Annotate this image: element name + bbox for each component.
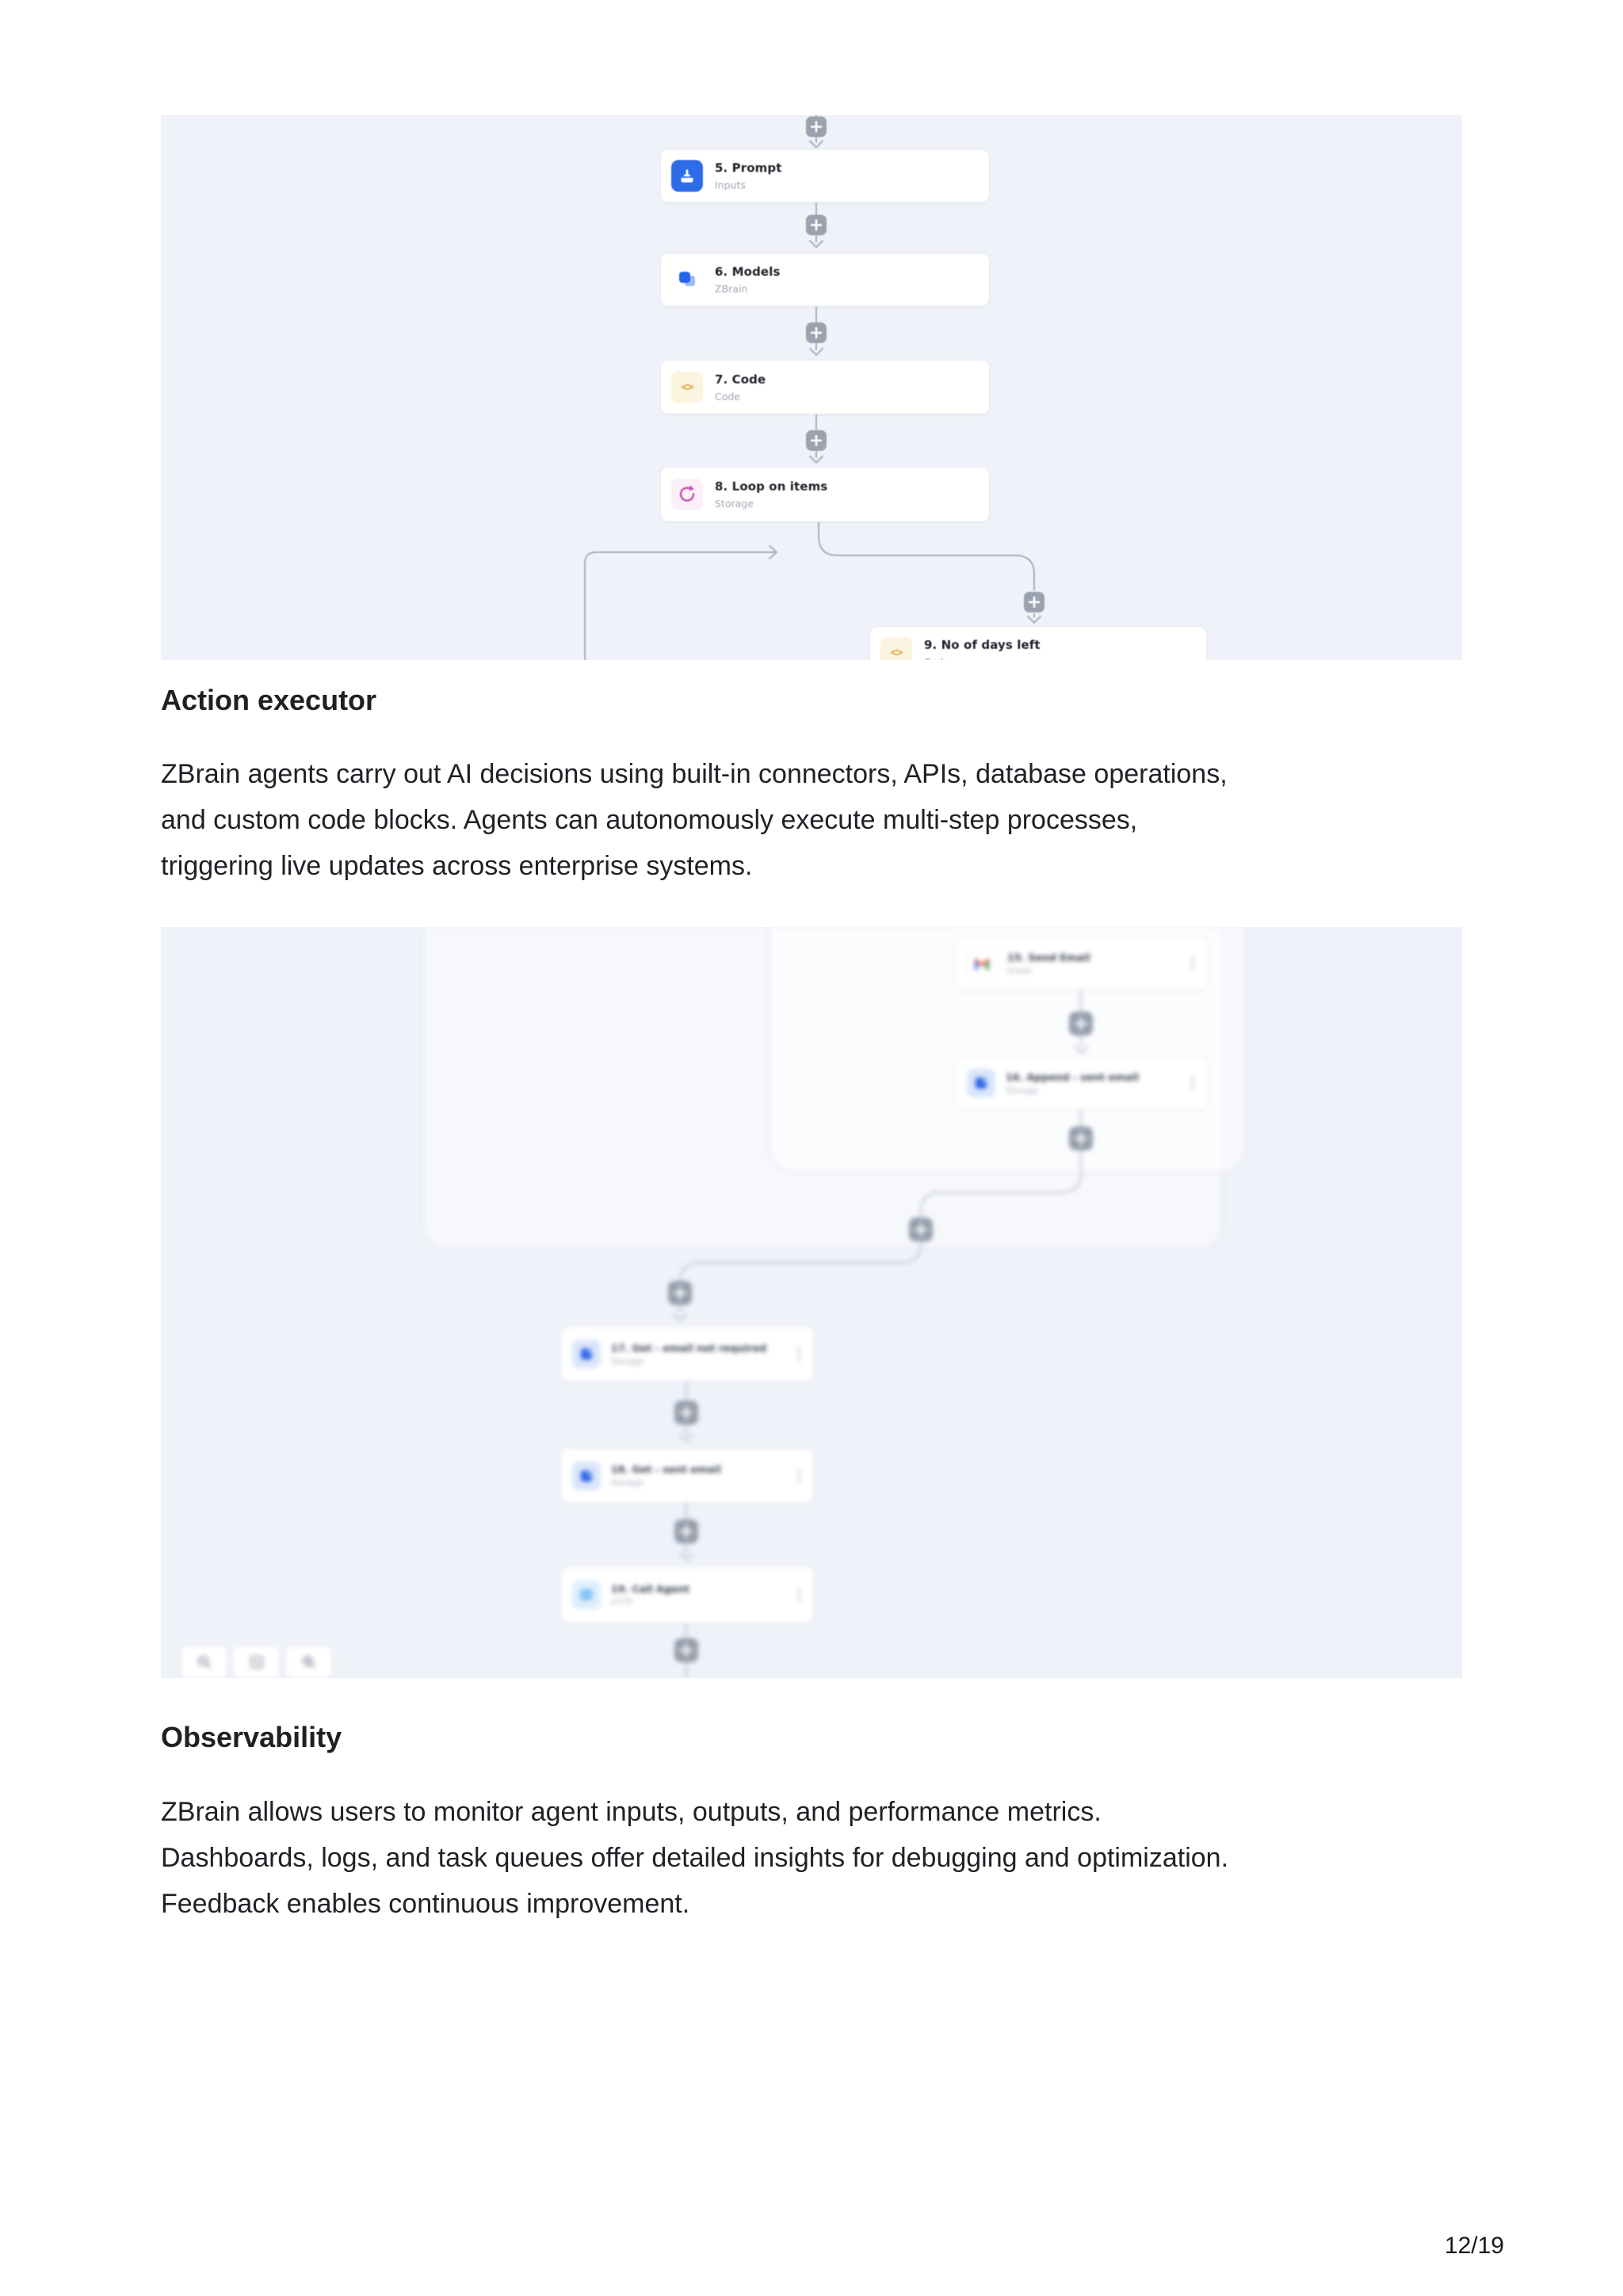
workflow-screenshot-2: 15. Send Email Gmail 16. Append - sent e… [161, 927, 1462, 1678]
code-glyph: <> [681, 380, 694, 394]
body-line: triggering live updates across enterpris… [161, 851, 753, 881]
workflow-screenshot-1: 5. Prompt Inputs 6. Models ZBrain <> 7. … [161, 115, 1462, 660]
node-title: 7. Code [715, 372, 766, 387]
node-title: 8. Loop on items [715, 479, 828, 494]
node-subtitle: HTTP [611, 1597, 632, 1608]
canvas-toolbar [181, 1646, 332, 1678]
workflow-node: 5. Prompt Inputs [660, 149, 990, 203]
workflow-node: 17. Get - email not required Storage [561, 1326, 814, 1382]
kebab-menu-icon [1191, 956, 1194, 971]
zoom-out-icon [197, 1656, 211, 1669]
storage-icon [572, 1461, 601, 1490]
workflow-node: 8. Loop on items Storage [660, 467, 990, 522]
workflow-node: 6. Models ZBrain [660, 253, 990, 307]
body-line: ZBrain agents carry out AI decisions usi… [161, 759, 1228, 789]
body-line: Dashboards, logs, and task queues offer … [161, 1843, 1229, 1873]
section-heading: Action executor [161, 684, 377, 716]
zoom-in-icon [302, 1656, 315, 1669]
models-copy-icon [671, 264, 703, 296]
workflow-node: 19. Call Agent HTTP [561, 1566, 814, 1623]
node-subtitle: Storage [1006, 1085, 1039, 1096]
add-step-connectors [668, 1012, 1093, 1662]
code-icon: <> [671, 371, 703, 403]
node-title: 17. Get - email not required [611, 1341, 767, 1354]
kebab-menu-icon [797, 1469, 800, 1482]
body-line: and custom code blocks. Agents can auton… [161, 805, 1138, 835]
workflow-node: <> 7. Code Code [660, 360, 990, 414]
fit-view-icon [250, 1656, 263, 1669]
workflow-node: 18. Get - sent email Storage [561, 1448, 814, 1503]
page-number: 12/19 [1444, 2233, 1504, 2259]
node-subtitle: Storage [611, 1478, 644, 1488]
workflow-node: <> 9. No of days left Code [869, 626, 1207, 660]
code-glyph: <> [890, 646, 903, 659]
node-title: 18. Get - sent email [611, 1463, 721, 1475]
storage-icon [967, 1069, 995, 1097]
node-subtitle: Gmail [1007, 966, 1032, 976]
prompt-inputs-icon [671, 160, 703, 192]
code-icon: <> [880, 637, 912, 660]
workflow-node: 16. Append - sent email Storage [956, 1056, 1208, 1110]
gmail-icon [967, 948, 997, 978]
fit-view-button [233, 1646, 280, 1678]
node-subtitle: Code [715, 390, 741, 402]
section-paragraph: ZBrain allows users to monitor agent inp… [161, 1789, 1508, 1927]
body-line: Feedback enables continuous improvement. [161, 1889, 690, 1919]
add-step-connectors [806, 116, 1044, 612]
kebab-menu-icon [797, 1347, 800, 1361]
section-heading: Observability [161, 1721, 342, 1753]
node-title: 6. Models [715, 265, 781, 279]
node-title: 15. Send Email [1007, 951, 1090, 963]
loop-icon [671, 479, 703, 510]
node-title: 19. Call Agent [611, 1582, 689, 1595]
node-subtitle: Code [924, 656, 1041, 660]
node-subtitle: ZBrain [715, 283, 748, 295]
zoom-in-button [285, 1646, 332, 1678]
http-icon [572, 1581, 601, 1609]
zoom-out-button [181, 1646, 227, 1678]
workflow-connectors-1 [584, 115, 1044, 660]
body-line: ZBrain allows users to monitor agent inp… [161, 1797, 1102, 1827]
storage-icon [572, 1340, 601, 1368]
node-subtitle: Inputs [715, 179, 746, 191]
node-title: 9. No of days left [924, 638, 1041, 652]
node-title: 5. Prompt [715, 161, 782, 175]
workflow-connectors-2 [422, 927, 1246, 1678]
kebab-menu-icon [1191, 1076, 1194, 1090]
section-paragraph: ZBrain agents carry out AI decisions usi… [161, 751, 1508, 889]
node-title: 16. Append - sent email [1006, 1070, 1139, 1083]
kebab-menu-icon [797, 1588, 800, 1602]
workflow-node: 15. Send Email Gmail [956, 936, 1208, 990]
node-subtitle: Storage [611, 1356, 644, 1367]
node-subtitle: Storage [715, 498, 754, 509]
